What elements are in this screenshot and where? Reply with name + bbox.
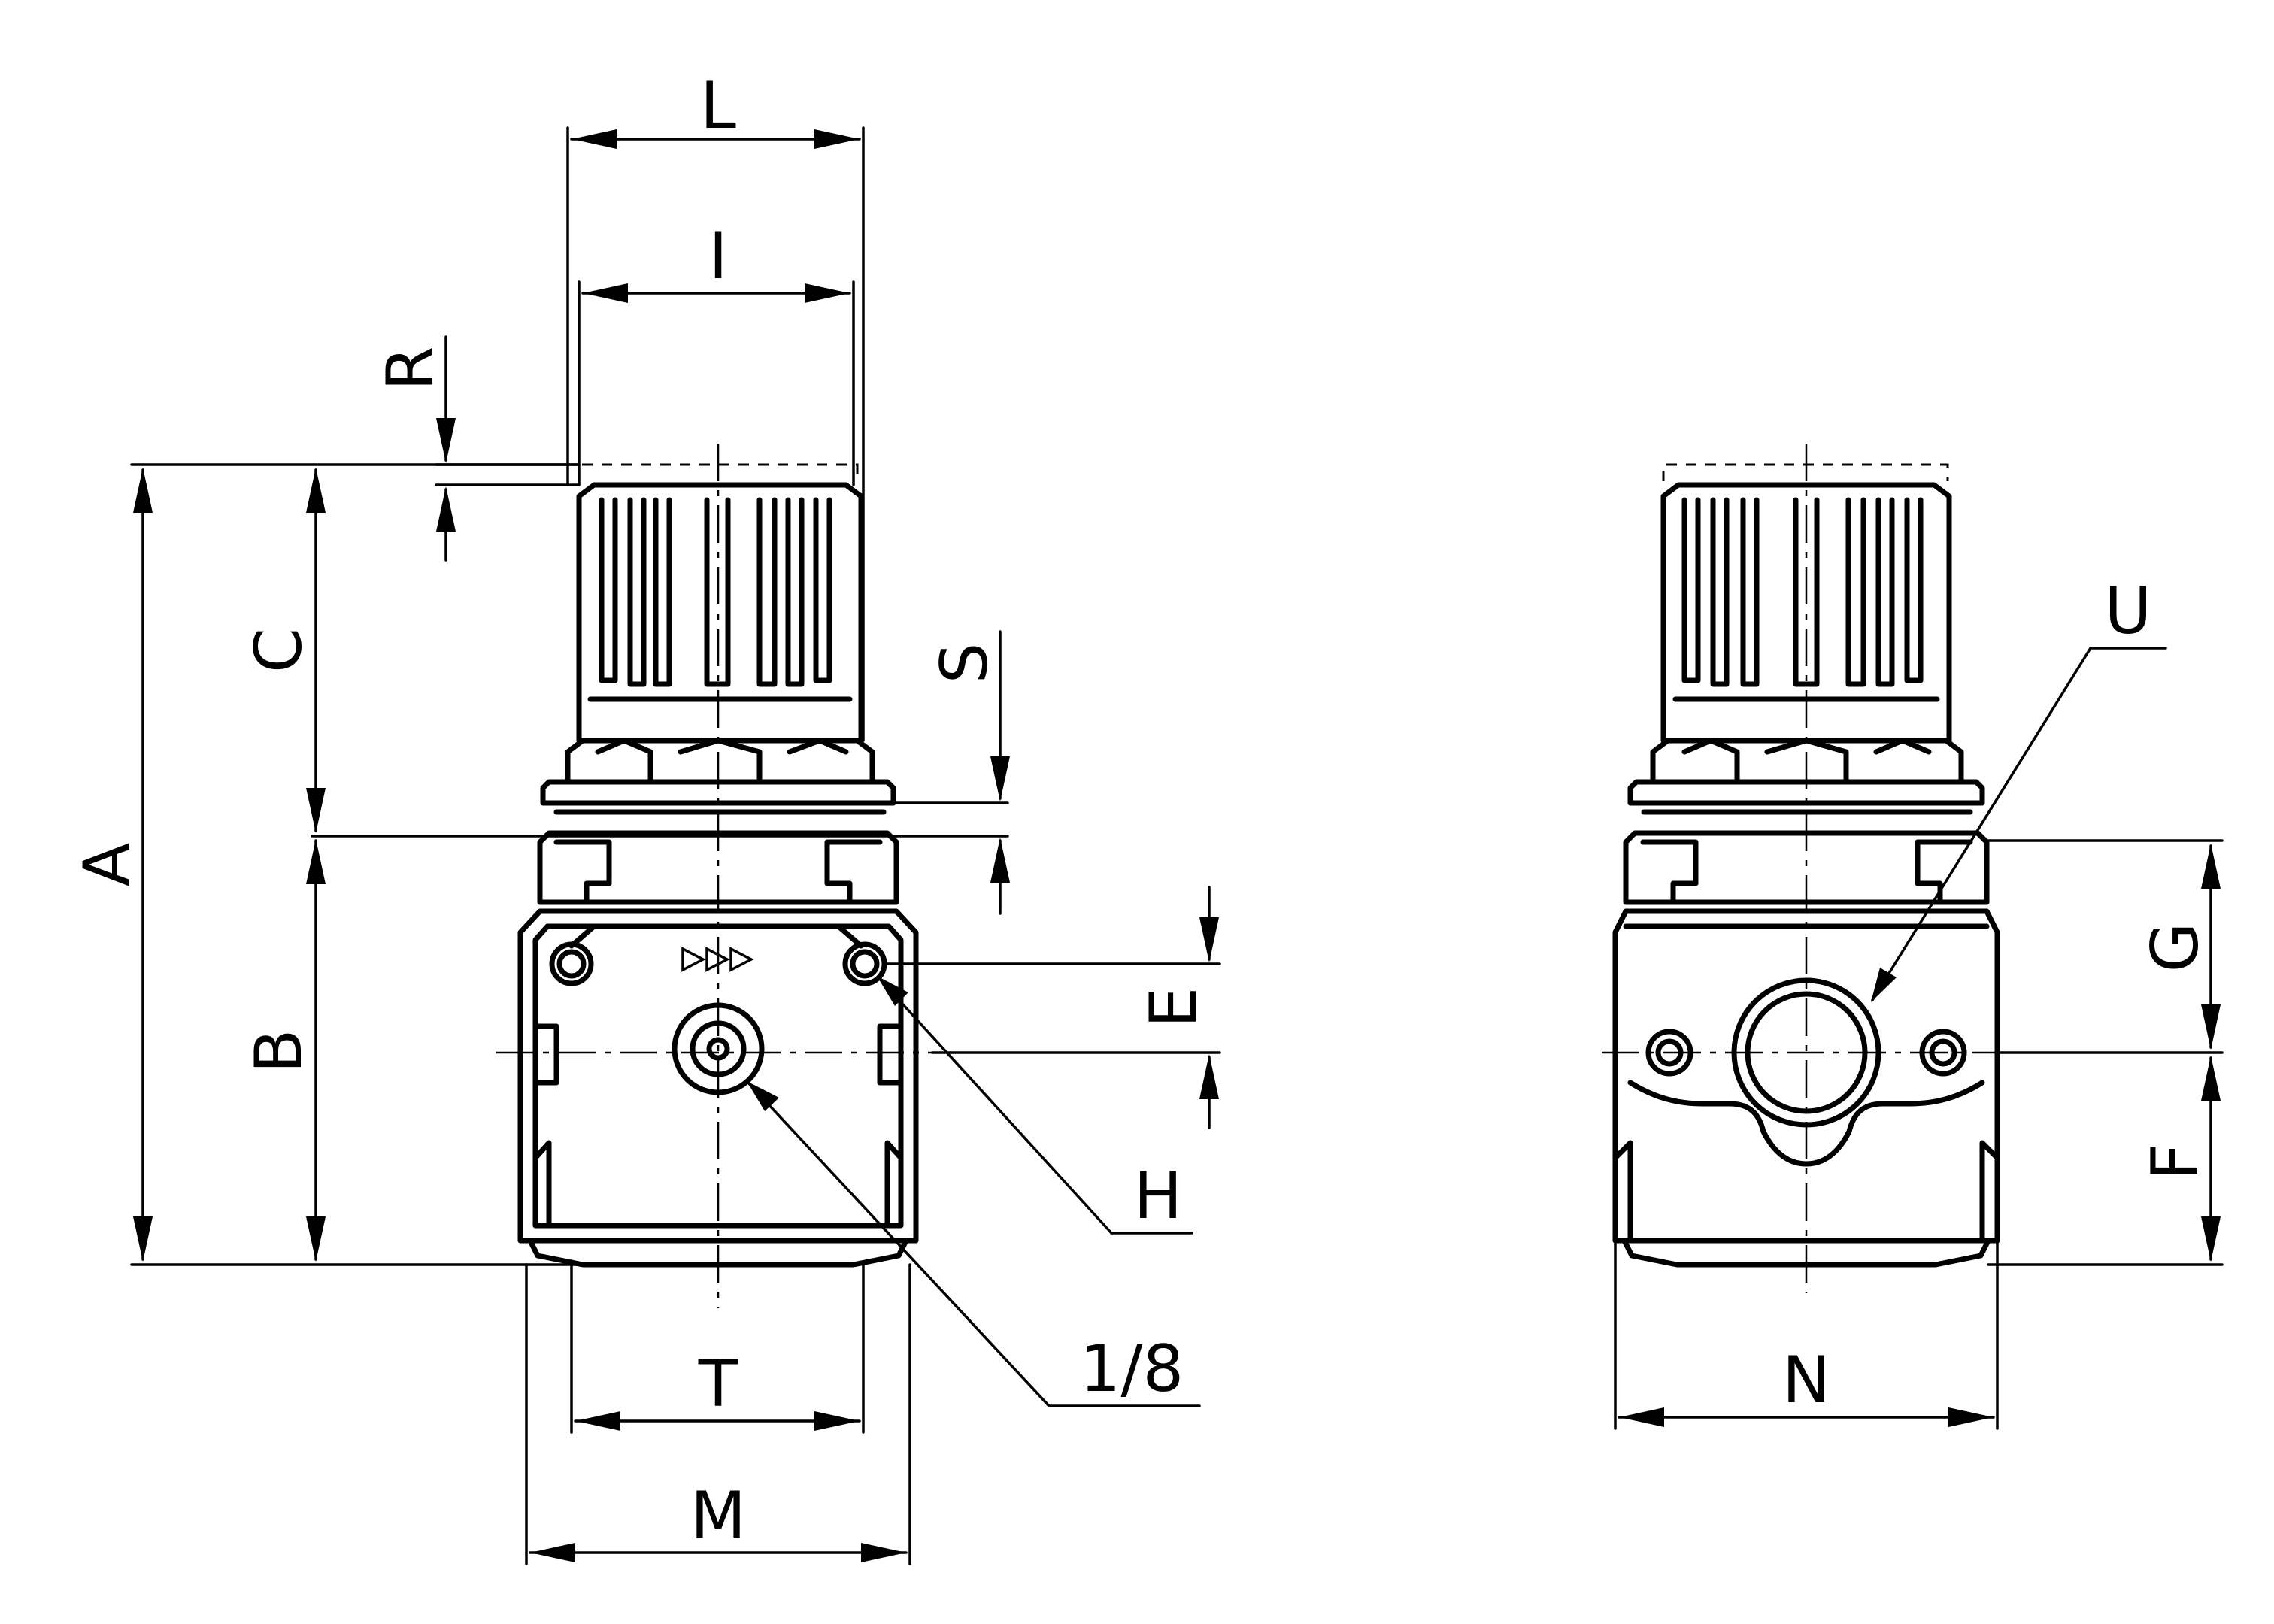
knob-ribs [587, 497, 853, 702]
side-dimensions: G F U N [1614, 574, 2224, 1430]
dim-label-H: H [1134, 1159, 1183, 1234]
dim-label-M: M [690, 1478, 746, 1553]
lock-nut-flats [595, 738, 849, 785]
front-view [496, 444, 932, 1308]
bottom-cap [527, 1238, 909, 1268]
body-top-bevel [568, 923, 864, 949]
side-body-lower-steps [1612, 1140, 2000, 1244]
dim-label-I: I [708, 219, 727, 294]
dim-label-T: T [698, 1347, 738, 1422]
side-hole-right [1919, 1029, 1967, 1077]
side-bottom-cap [1621, 1238, 1991, 1268]
dim-label-L: L [700, 68, 736, 144]
port-size-label: 1/8 [1080, 1332, 1184, 1407]
side-lock-nut-flats [1681, 738, 1932, 785]
bonnet-steps [553, 839, 883, 905]
dim-label-N: N [1782, 1343, 1830, 1418]
dim-label-F: F [2138, 1143, 2213, 1180]
dim-label-C: C [241, 628, 317, 673]
adjust-knob [576, 482, 864, 744]
side-knob-hidden-outline [1662, 463, 1949, 481]
side-bonnet [1623, 830, 1990, 905]
side-adjust-knob [1660, 482, 1952, 744]
dim-label-G: G [2138, 923, 2213, 973]
dim-label-A: A [70, 842, 145, 886]
bonnet [537, 830, 899, 905]
gauge-port-inner [706, 1037, 730, 1061]
flow-direction-icon [681, 947, 754, 972]
side-body-contour [1627, 1080, 1985, 1167]
gauge-port-outer [672, 1002, 765, 1095]
body-lower-steps [532, 1140, 904, 1229]
regulator-body [517, 908, 919, 1244]
dim-label-S: S [927, 643, 1002, 684]
body-inner-outline [532, 923, 904, 1229]
main-port-outer [1731, 977, 1881, 1128]
gauge-port-mid [690, 1020, 747, 1077]
dim-label-R: R [373, 346, 448, 391]
dim-label-E: E [1136, 987, 1211, 1028]
side-knob-ribs [1672, 497, 1940, 702]
side-flange-plate [1627, 779, 1985, 806]
mounting-hole-left [549, 941, 594, 986]
body-side-notches [535, 1023, 902, 1086]
dim-label-U: U [2105, 574, 2152, 649]
flange-plate [540, 779, 896, 806]
side-view [1602, 444, 2030, 1293]
mounting-hole-left-inner [556, 949, 587, 979]
front-dimensions: L I R A C B [70, 68, 1221, 1565]
side-hole-left [1645, 1029, 1693, 1077]
mounting-hole-right-inner [850, 949, 880, 979]
dim-label-B: B [241, 1029, 317, 1074]
side-hole-right-inner [1929, 1038, 1957, 1067]
main-port-inner [1745, 991, 1868, 1114]
side-hole-left-inner [1655, 1038, 1684, 1067]
